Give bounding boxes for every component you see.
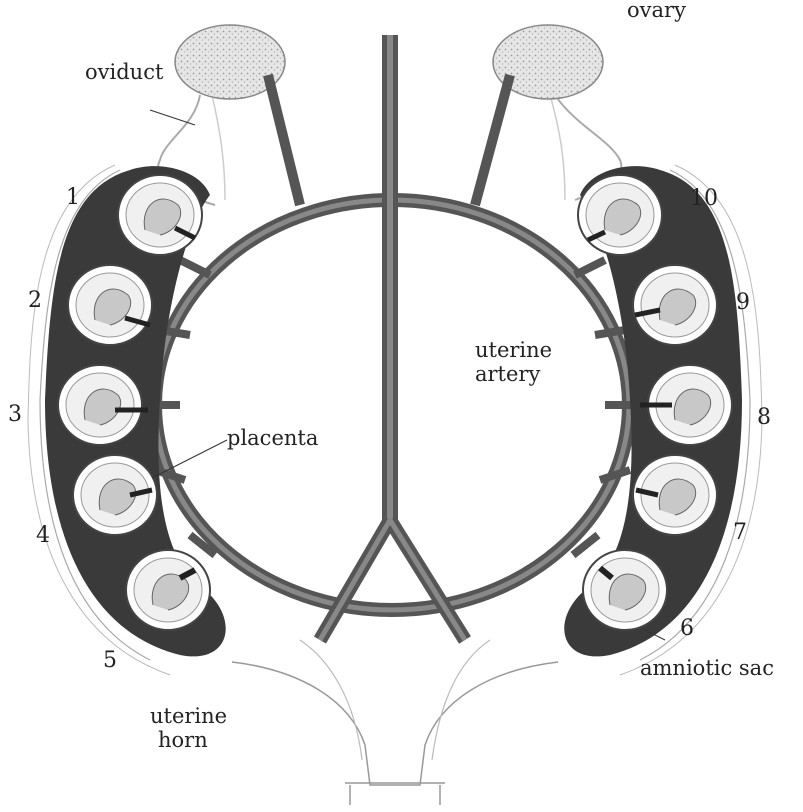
label-uterine-artery-1: uterine bbox=[475, 340, 552, 361]
label-placenta: placenta bbox=[227, 428, 318, 449]
embryo-10 bbox=[578, 175, 662, 255]
embryo-5 bbox=[126, 550, 210, 630]
label-uterine-horn-1: uterine bbox=[150, 706, 227, 727]
embryo-1 bbox=[118, 175, 202, 255]
label-amniotic-sac: amniotic sac bbox=[640, 658, 774, 679]
embryo-number-1: 1 bbox=[66, 187, 80, 209]
embryo-number-9: 9 bbox=[736, 292, 750, 314]
cervix bbox=[232, 640, 558, 805]
embryo-number-4: 4 bbox=[36, 525, 50, 547]
label-uterine-artery-2: artery bbox=[475, 364, 540, 385]
embryo-number-6: 6 bbox=[680, 618, 694, 640]
embryo-number-3: 3 bbox=[8, 404, 22, 426]
embryo-number-2: 2 bbox=[28, 290, 42, 312]
embryo-7 bbox=[633, 455, 717, 535]
embryo-number-10: 10 bbox=[690, 188, 718, 210]
embryo-number-7: 7 bbox=[733, 522, 747, 544]
embryo-4 bbox=[73, 455, 157, 535]
embryo-9 bbox=[633, 265, 717, 345]
embryo-number-8: 8 bbox=[757, 407, 771, 429]
label-uterine-horn-2: horn bbox=[158, 730, 208, 751]
label-oviduct: oviduct bbox=[85, 62, 163, 83]
embryo-2 bbox=[68, 265, 152, 345]
label-ovary: ovary bbox=[627, 0, 686, 21]
uterine-artery bbox=[150, 35, 635, 640]
embryo-6 bbox=[583, 550, 667, 630]
embryo-number-5: 5 bbox=[103, 650, 117, 672]
